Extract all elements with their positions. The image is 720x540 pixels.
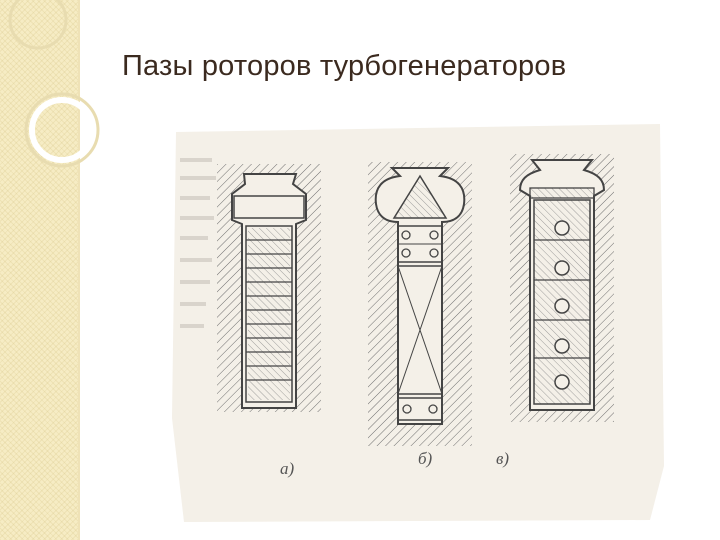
slide-title: Пазы роторов турбогенераторов bbox=[122, 50, 567, 82]
decorative-ring-top bbox=[8, 0, 68, 50]
panel-label-b: б) bbox=[418, 449, 433, 468]
rotor-slots-drawing: а) б) в) bbox=[172, 124, 664, 522]
decorative-ring-inner bbox=[29, 97, 95, 163]
decorative-side-strip bbox=[0, 0, 78, 540]
rotor-slots-figure: а) б) в) bbox=[170, 118, 666, 528]
faint-background-text bbox=[180, 158, 216, 328]
side-strip-edge bbox=[78, 0, 80, 540]
decorative-rings bbox=[8, 0, 100, 168]
slot-diagram-c bbox=[510, 154, 614, 422]
panel-label-c: в) bbox=[496, 449, 509, 468]
decorative-ring-large bbox=[24, 92, 100, 168]
panel-label-a: а) bbox=[280, 459, 295, 478]
slot-diagram-a bbox=[217, 164, 321, 412]
slot-diagram-b bbox=[368, 162, 472, 446]
